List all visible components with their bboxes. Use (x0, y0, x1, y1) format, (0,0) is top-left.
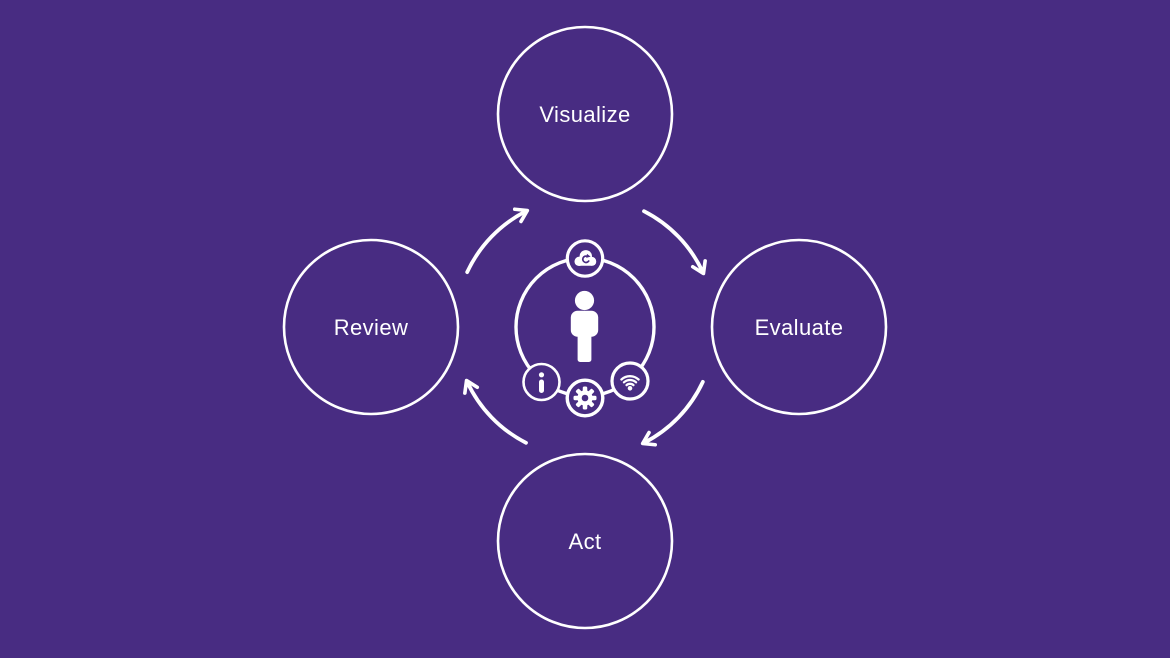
stage-act: Act (496, 452, 674, 630)
wifi-icon (610, 361, 650, 401)
stage-label-evaluate: Evaluate (755, 315, 844, 340)
stage-label-visualize: Visualize (539, 102, 630, 127)
arrow-evaluate-to-act (640, 380, 705, 447)
arrow-review-to-visualize (465, 207, 530, 274)
stage-circle-visualize (496, 25, 674, 203)
stage-label-act: Act (569, 529, 602, 554)
stage-evaluate: Evaluate (710, 238, 888, 416)
cloud-sync-icon (565, 239, 605, 278)
center-hub (514, 239, 656, 418)
arrow-visualize-to-evaluate (642, 209, 707, 276)
stage-visualize: Visualize (496, 25, 674, 203)
arrow-act-to-review (463, 378, 528, 445)
stage-circle-evaluate (710, 238, 888, 416)
stage-review: Review (282, 238, 460, 416)
stage-circle-review (282, 238, 460, 416)
info-icon (522, 362, 561, 402)
stage-label-review: Review (334, 315, 409, 340)
person-icon (570, 290, 599, 362)
stage-circle-act (496, 452, 674, 630)
gear-icon (565, 378, 605, 418)
